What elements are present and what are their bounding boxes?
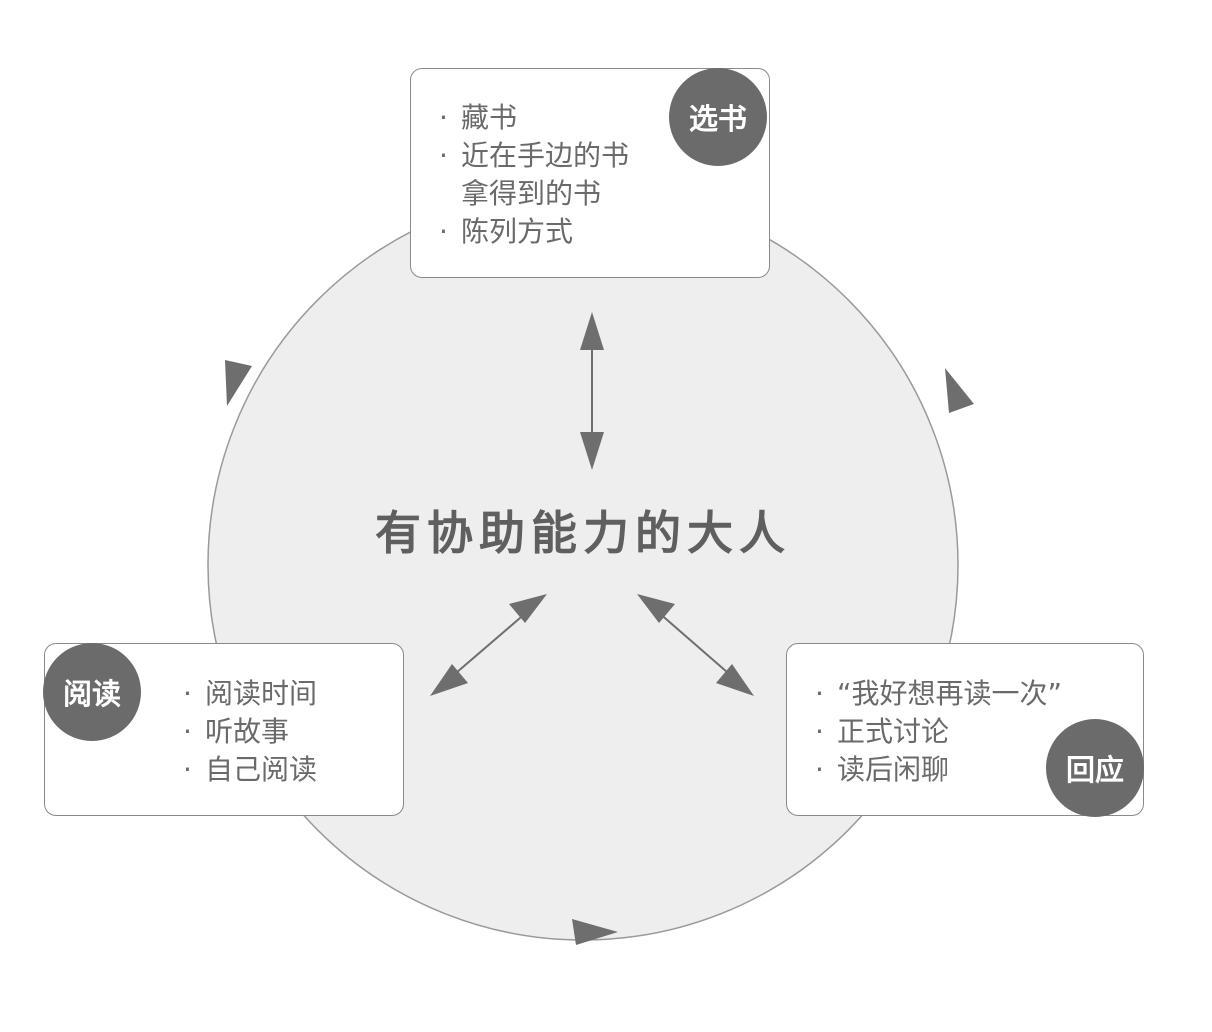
cycle-arrow-left (225, 360, 252, 406)
stage-box-select: 藏书 近在手边的书 拿得到的书 陈列方式 (410, 68, 770, 278)
list-item: 藏书 (437, 99, 629, 137)
list-item: “我好想再读一次” (813, 675, 1062, 713)
list-item: 读后闲聊 (813, 751, 1062, 789)
list-item: 阅读时间 (181, 675, 317, 713)
list-item: 拿得到的书 (461, 177, 602, 210)
list-item: 自己阅读 (181, 751, 317, 789)
list-item: 听故事 (181, 713, 317, 751)
stage-badge-respond: 回应 (1046, 719, 1144, 817)
center-label: 有协助能力的大人 (375, 506, 791, 560)
connector-read (430, 594, 547, 696)
cycle-circle (207, 189, 959, 941)
cycle-arrow-right (945, 368, 974, 413)
cycle-arrow-bottom (572, 919, 618, 945)
stage-badge-read: 阅读 (43, 643, 141, 741)
list-item: 正式讨论 (813, 713, 1062, 751)
stage-list-respond: “我好想再读一次” 正式讨论 读后闲聊 (813, 675, 1062, 789)
list-item: 陈列方式 (437, 213, 629, 251)
connector-select (580, 312, 604, 470)
stage-list-read: 阅读时间 听故事 自己阅读 (181, 675, 317, 789)
list-item: 近在手边的书 (437, 137, 629, 175)
stage-list-select: 藏书 近在手边的书 拿得到的书 陈列方式 (437, 99, 629, 251)
connector-respond (637, 594, 754, 696)
stage-badge-select: 选书 (669, 68, 767, 166)
